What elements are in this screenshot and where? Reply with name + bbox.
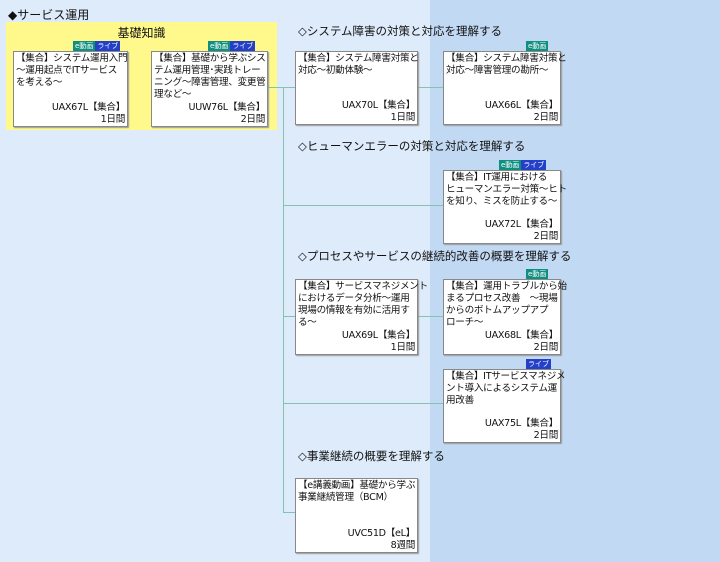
connector <box>417 87 443 88</box>
badge-group: e動画ライブ <box>208 41 256 51</box>
course-card-uax68l[interactable]: 【集合】運用トラブルから始 まるプロセス改善 ～現場 からのボトムアップアプ ロ… <box>443 279 567 355</box>
e-video-badge: e動画 <box>526 41 549 51</box>
course-duration: 2日間 <box>533 342 559 353</box>
e-video-badge: e動画 <box>526 269 549 279</box>
heading-business-continuity: ◇事業継続の概要を理解する <box>298 449 445 463</box>
course-duration: 2日間 <box>533 430 559 441</box>
course-code: UVC51D【eL】 <box>347 528 416 539</box>
course-duration: 1日間 <box>390 342 416 353</box>
course-card-uuw76l[interactable]: 【集合】基礎から学ぶシス テム運用管理･実践トレー ニング～障害管理、変更管 理… <box>151 51 268 127</box>
course-code: UAX66L【集合】 <box>484 100 558 111</box>
heading-system-failure: ◇システム障害の対策と対応を理解する <box>298 24 502 38</box>
course-duration: 2日間 <box>240 114 266 125</box>
e-video-badge: e動画 <box>499 160 522 170</box>
course-code: UAX69L【集合】 <box>341 330 415 341</box>
live-badge: ライブ <box>95 41 121 51</box>
course-code: UAX75L【集合】 <box>484 418 558 429</box>
course-title: 【e講義動画】基礎から学ぶ 事業継続管理（BCM） <box>298 480 416 503</box>
course-title: 【集合】ITサービスマネジメ ント導入によるシステム運 用改善 <box>446 371 566 406</box>
course-code: UAX67L【集合】 <box>51 102 125 113</box>
e-video-badge: e動画 <box>73 41 96 51</box>
course-title: 【集合】サービスマネジメント におけるデータ分析～運用 現場の情報を有効に活用す… <box>298 281 428 328</box>
course-duration: 8週間 <box>390 540 416 551</box>
section-title: ◆サービス運用 <box>8 8 90 22</box>
connector <box>417 316 443 317</box>
course-title: 【集合】システム運用入門 ～運用起点でITサービス を考える～ <box>16 53 128 88</box>
e-video-badge: e動画 <box>208 41 231 51</box>
course-code: UAX70L【集合】 <box>341 100 415 111</box>
connector <box>283 205 443 206</box>
course-duration: 1日間 <box>100 114 126 125</box>
course-card-uax66l[interactable]: 【集合】システム障害対策と 対応～障害管理の勘所～ UAX66L【集合】2日間 <box>443 51 567 125</box>
live-badge: ライブ <box>230 41 256 51</box>
course-card-uax70l[interactable]: 【集合】システム障害対策と 対応～初動体験～ UAX70L【集合】1日間 <box>295 51 419 125</box>
live-badge: ライブ <box>521 160 547 170</box>
course-title: 【集合】IT運用における ヒューマンエラー対策～ヒト を知り、ミスを防止する～ <box>446 172 567 207</box>
basic-knowledge-title: 基礎知識 <box>117 26 166 40</box>
badge-group: e動画 <box>526 41 549 51</box>
connector-trunk <box>283 87 284 513</box>
course-card-uax67l[interactable]: 【集合】システム運用入門 ～運用起点でITサービス を考える～ UAX67L【集合… <box>13 51 128 127</box>
course-card-uax69l[interactable]: 【集合】サービスマネジメント におけるデータ分析～運用 現場の情報を有効に活用す… <box>295 279 428 355</box>
course-duration: 2日間 <box>533 112 559 123</box>
connector <box>283 316 295 317</box>
badge-group: ライブ <box>526 359 551 369</box>
course-title: 【集合】システム障害対策と 対応～障害管理の勘所～ <box>446 53 567 76</box>
connector <box>267 87 295 88</box>
connector <box>283 403 443 404</box>
course-code: UAX72L【集合】 <box>484 219 558 230</box>
course-title: 【集合】システム障害対策と 対応～初動体験～ <box>298 53 419 76</box>
course-card-uax75l[interactable]: 【集合】ITサービスマネジメ ント導入によるシステム運 用改善 UAX75L【集合… <box>443 369 566 443</box>
badge-group: e動画ライブ <box>499 160 547 170</box>
heading-process-improvement: ◇プロセスやサービスの継続的改善の概要を理解する <box>298 249 572 263</box>
course-code: UUW76L【集合】 <box>188 102 266 113</box>
connector <box>283 512 295 513</box>
course-duration: 1日間 <box>390 112 416 123</box>
badge-group: e動画 <box>526 269 549 279</box>
course-card-uvc51d[interactable]: 【e講義動画】基礎から学ぶ 事業継続管理（BCM） UVC51D【eL】8週間 <box>295 478 418 553</box>
course-title: 【集合】基礎から学ぶシス テム運用管理･実践トレー ニング～障害管理、変更管 理… <box>154 53 266 100</box>
course-title: 【集合】運用トラブルから始 まるプロセス改善 ～現場 からのボトムアップアプ ロ… <box>446 281 567 328</box>
course-card-uax72l[interactable]: 【集合】IT運用における ヒューマンエラー対策～ヒト を知り、ミスを防止する～ U… <box>443 170 567 244</box>
badge-group: e動画ライブ <box>73 41 121 51</box>
course-duration: 2日間 <box>533 231 559 242</box>
live-badge: ライブ <box>526 359 551 369</box>
heading-human-error: ◇ヒューマンエラーの対策と対応を理解する <box>298 139 526 153</box>
course-code: UAX68L【集合】 <box>484 330 558 341</box>
